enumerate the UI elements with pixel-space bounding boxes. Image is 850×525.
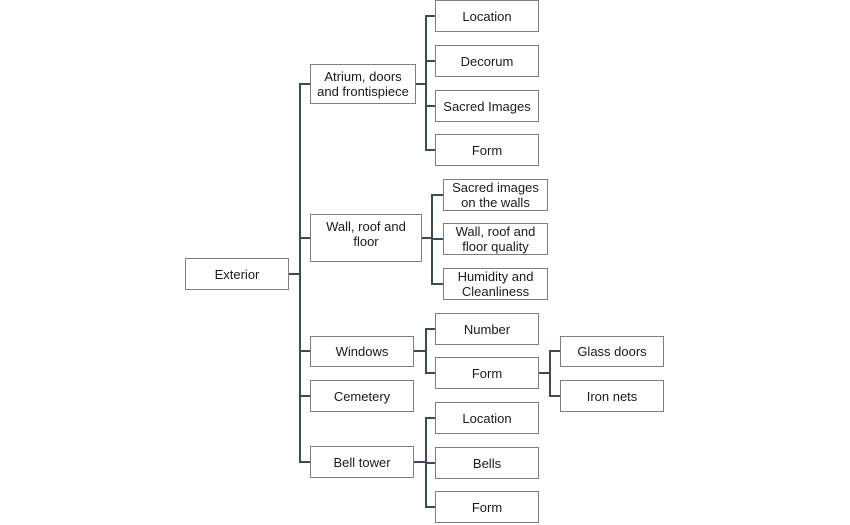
node-windows-number: Number — [435, 313, 539, 345]
node-atrium-sacred-images: Sacred Images — [435, 90, 539, 122]
node-windows-form: Form — [435, 357, 539, 389]
node-humidity-cleanliness: Humidity and Cleanliness — [443, 268, 548, 300]
node-wall-roof-floor: Wall, roof and floor — [310, 214, 422, 262]
node-atrium-decorum: Decorum — [435, 45, 539, 77]
node-bell-tower-form: Form — [435, 491, 539, 523]
node-exterior: Exterior — [185, 258, 289, 290]
node-cemetery: Cemetery — [310, 380, 414, 412]
node-bell-tower: Bell tower — [310, 446, 414, 478]
node-atrium-doors-frontispiece: Atrium, doors and frontispiece — [310, 64, 416, 104]
node-wall-roof-floor-quality: Wall, roof and floor quality — [443, 223, 548, 255]
node-bell-tower-bells: Bells — [435, 447, 539, 479]
node-bell-tower-location: Location — [435, 402, 539, 434]
node-iron-nets: Iron nets — [560, 380, 664, 412]
node-atrium-form: Form — [435, 134, 539, 166]
node-sacred-images-walls: Sacred images on the walls — [443, 179, 548, 211]
node-glass-doors: Glass doors — [560, 336, 664, 367]
node-windows: Windows — [310, 336, 414, 367]
node-atrium-location: Location — [435, 0, 539, 32]
